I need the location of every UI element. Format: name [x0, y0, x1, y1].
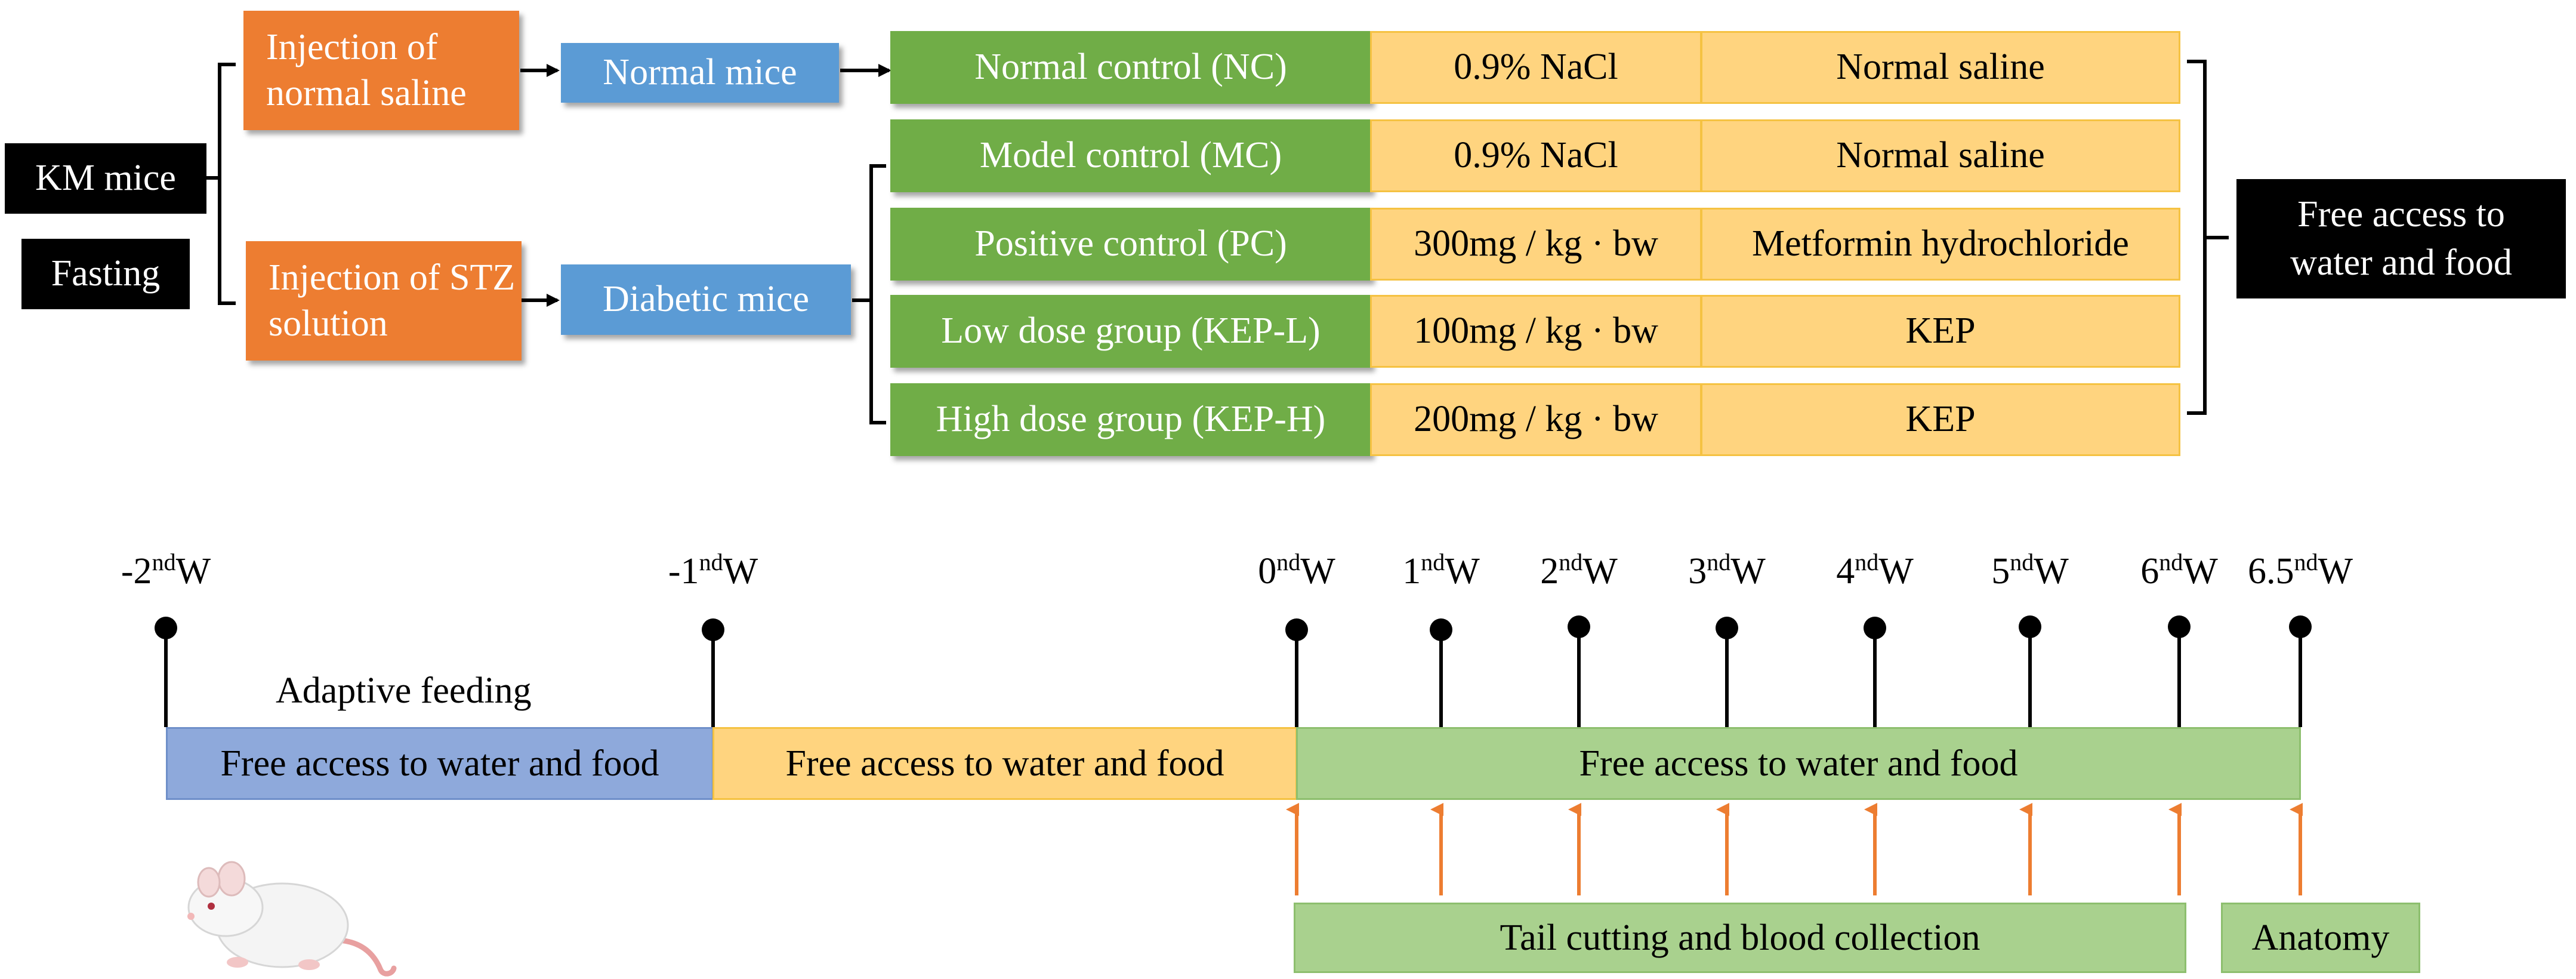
week-superscript: nd — [2010, 549, 2034, 575]
week-pin-head — [1430, 618, 1452, 641]
week-unit: W — [175, 551, 211, 592]
week-number: 3 — [1688, 551, 1707, 592]
week-unit: W — [2183, 551, 2218, 592]
week-pin-head — [1568, 615, 1590, 638]
week-pin-head — [2289, 615, 2312, 638]
week-number: -1 — [668, 551, 699, 592]
week-superscript: nd — [1707, 549, 1731, 575]
week-label: 6ndW — [2140, 550, 2218, 593]
week-unit: W — [723, 551, 758, 592]
group-dose-cell: 200mg / kg · bw — [1370, 383, 1702, 456]
free-access-text: Free access to water and food — [2290, 194, 2512, 283]
adaptive-feeding-label: Adaptive feeding — [276, 670, 532, 711]
injection-saline-box: Injection of normal saline — [243, 11, 519, 130]
week-number: 6 — [2140, 551, 2159, 592]
week-number: 2 — [1540, 551, 1559, 592]
week-unit: W — [1582, 551, 1618, 592]
group-dose-cell: 100mg / kg · bw — [1370, 295, 1702, 368]
fasting-box: Fasting — [21, 239, 190, 309]
week-pin-head — [1716, 617, 1738, 639]
week-label: 5ndW — [1991, 550, 2069, 593]
week-number: 1 — [1402, 551, 1421, 592]
group-drug-cell: KEP — [1701, 383, 2180, 456]
week-pin-head — [702, 618, 724, 641]
group-dose-cell: 0.9% NaCl — [1370, 31, 1702, 104]
week-unit: W — [1730, 551, 1766, 592]
week-superscript: nd — [2294, 549, 2318, 575]
band-adaptive: Free access to water and food — [166, 727, 714, 800]
group-name-cell: Positive control (PC) — [890, 208, 1371, 281]
week-number: 5 — [1991, 551, 2010, 592]
week-unit: W — [1445, 551, 1480, 592]
mouse-illustration — [187, 861, 397, 977]
week-unit: W — [2318, 551, 2353, 592]
week-label: 2ndW — [1540, 550, 1618, 593]
band-treatment: Free access to water and food — [1296, 727, 2301, 800]
week-number: -2 — [121, 551, 152, 592]
week-label: 0ndW — [1258, 550, 1335, 593]
bracket-right — [2187, 60, 2207, 415]
sampling-arrows — [1286, 803, 2303, 895]
week-pin-head — [1864, 617, 1886, 639]
week-label: 3ndW — [1688, 550, 1766, 593]
week-superscript: nd — [1276, 549, 1301, 575]
group-drug-cell: Normal saline — [1701, 119, 2180, 192]
bracket-left — [218, 63, 236, 305]
week-label: -1ndW — [668, 550, 758, 593]
group-drug-cell: Normal saline — [1701, 31, 2180, 104]
week-number: 6.5 — [2247, 551, 2294, 592]
group-name-cell: Model control (MC) — [890, 119, 1371, 192]
week-pin-head — [1285, 618, 1308, 641]
week-superscript: nd — [1421, 549, 1445, 575]
anatomy-box: Anatomy — [2221, 903, 2420, 973]
week-number: 0 — [1258, 551, 1277, 592]
bracket-groups — [869, 164, 886, 424]
group-name-cell: High dose group (KEP-H) — [890, 383, 1371, 456]
week-label: 6.5ndW — [2248, 550, 2353, 593]
week-pin-head — [2019, 615, 2041, 638]
group-dose-cell: 0.9% NaCl — [1370, 119, 1702, 192]
timeline-pins — [155, 615, 2312, 727]
week-label: -2ndW — [121, 550, 211, 593]
week-label: 1ndW — [1402, 550, 1480, 593]
free-access-box: Free access to water and food — [2236, 179, 2566, 298]
band-prep: Free access to water and food — [712, 727, 1297, 800]
normal-mice-box: Normal mice — [561, 43, 839, 103]
week-unit: W — [1878, 551, 1914, 592]
week-label: 4ndW — [1836, 550, 1914, 593]
group-dose-cell: 300mg / kg · bw — [1370, 208, 1702, 281]
week-unit: W — [1300, 551, 1335, 592]
group-name-cell: Low dose group (KEP-L) — [890, 295, 1371, 368]
group-drug-cell: Metformin hydrochloride — [1701, 208, 2180, 281]
week-number: 4 — [1836, 551, 1855, 592]
diabetic-mice-box: Diabetic mice — [561, 264, 851, 335]
week-superscript: nd — [1855, 549, 1879, 575]
week-pin-head — [2168, 615, 2191, 638]
km-mice-box: KM mice — [5, 143, 206, 214]
injection-stz-box: Injection of STZ solution — [246, 241, 522, 361]
week-superscript: nd — [152, 549, 176, 575]
group-name-cell: Normal control (NC) — [890, 31, 1371, 104]
group-drug-cell: KEP — [1701, 295, 2180, 368]
week-unit: W — [2034, 551, 2069, 592]
week-superscript: nd — [1559, 549, 1583, 575]
week-superscript: nd — [2159, 549, 2183, 575]
week-superscript: nd — [699, 549, 723, 575]
tail-cutting-box: Tail cutting and blood collection — [1294, 903, 2186, 973]
week-pin-head — [155, 617, 177, 639]
